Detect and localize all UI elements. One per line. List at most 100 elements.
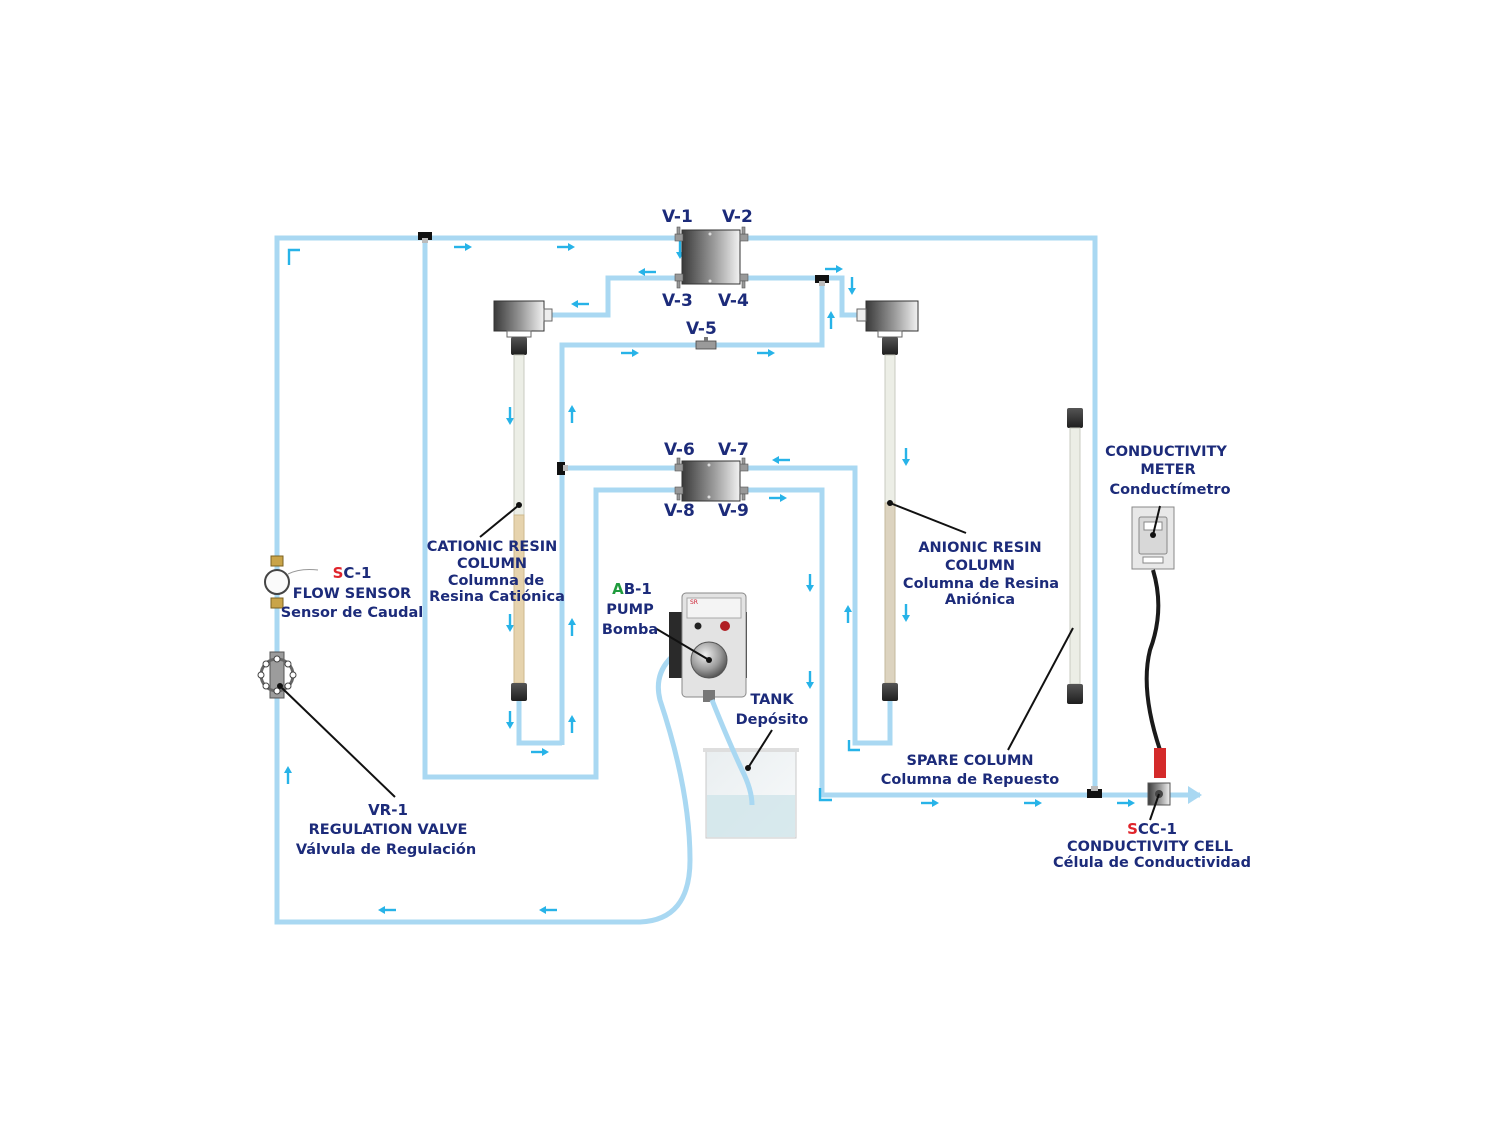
- hose-pump-outlet: [637, 637, 703, 925]
- valve-label-v5: V-5: [686, 319, 717, 339]
- flow-arrow-icon: [621, 349, 639, 357]
- flow-arrow-icon: [818, 788, 832, 802]
- valve-stem-icon: [674, 226, 749, 289]
- component-name: CATIONIC RESIN: [427, 539, 558, 555]
- flow-arrow-icon: [902, 448, 910, 466]
- tee-fitting-icon: [1087, 786, 1102, 798]
- cationic-column-label: CATIONIC RESIN COLUMN Columna de Resina …: [427, 539, 565, 605]
- component-name-es: Sensor de Caudal: [281, 605, 424, 621]
- regulation-valve-label: VR-1 REGULATION VALVE Válvula de Regulac…: [296, 801, 476, 858]
- flow-arrow-icon: [847, 740, 860, 752]
- code-prefix: A: [612, 580, 624, 598]
- flow-arrows: [284, 241, 1135, 914]
- flow-arrow-icon: [539, 906, 557, 914]
- component-name-es: Válvula de Regulación: [296, 842, 476, 858]
- valve-label-v7: V-7: [718, 440, 749, 460]
- component-name-es: Aniónica: [945, 592, 1015, 608]
- tank-label: TANK Depósito: [736, 692, 809, 728]
- flow-arrow-icon: [571, 300, 589, 308]
- flow-arrow-icon: [772, 456, 790, 464]
- flow-arrow-icon: [638, 268, 656, 276]
- tee-fitting-icon: [557, 462, 568, 475]
- flow-arrow-icon: [848, 277, 856, 295]
- flow-arrow-icon: [844, 605, 852, 623]
- component-name-es: Columna de Resina: [903, 576, 1059, 592]
- piping: [274, 235, 1200, 925]
- component-name-es: Columna de: [448, 573, 545, 589]
- code-prefix: S: [1127, 820, 1138, 838]
- pump-label: AB-1 PUMP Bomba: [602, 580, 658, 638]
- component-name-es: Conductímetro: [1109, 482, 1230, 498]
- component-name-es: Bomba: [602, 622, 658, 638]
- component-name: TANK: [750, 692, 794, 708]
- svg-text:SC-1: SC-1: [333, 564, 372, 582]
- component-name: PUMP: [606, 602, 654, 618]
- spare-column: [1067, 408, 1083, 704]
- flow-arrow-icon: [769, 494, 787, 502]
- valve-label-v8: V-8: [664, 501, 695, 521]
- conductivity-cell-label: SCC-1 CONDUCTIVITY CELL Célula de Conduc…: [1053, 820, 1251, 871]
- pipe-v7-to-anionic-outlet: [745, 465, 893, 746]
- valve-label-v9: V-9: [718, 501, 749, 521]
- anionic-resin-column: [856, 300, 919, 701]
- spare-column-label: SPARE COLUMN Columna de Repuesto: [881, 753, 1060, 788]
- code: C-1: [343, 564, 371, 582]
- flow-arrow-icon: [287, 248, 300, 265]
- flow-arrow-icon: [921, 799, 939, 807]
- component-name: ANIONIC RESIN: [918, 540, 1041, 556]
- flow-arrow-icon: [531, 748, 549, 756]
- flow-arrow-icon: [827, 311, 835, 329]
- component-name: FLOW SENSOR: [293, 586, 411, 602]
- flow-sensor-label: SC-1 FLOW SENSOR Sensor de Caudal: [281, 564, 424, 621]
- cationic-resin-column: [493, 300, 553, 701]
- conductivity-meter: [1131, 506, 1175, 751]
- component-name: CONDUCTIVITY: [1105, 444, 1227, 460]
- flow-arrow-icon: [568, 715, 576, 733]
- component-name-es: Columna de Repuesto: [881, 772, 1060, 788]
- valve-label-v1: V-1: [662, 207, 693, 227]
- leader-lines: [277, 500, 1161, 821]
- outlet-arrow-icon: [1188, 786, 1202, 804]
- flow-arrow-icon: [378, 906, 396, 914]
- pipe-main-return: [274, 235, 1098, 925]
- code: B-1: [624, 580, 652, 598]
- component-name: METER: [1140, 462, 1195, 478]
- component-name-es: Célula de Conductividad: [1053, 855, 1251, 871]
- regulation-valve: [257, 651, 297, 699]
- valve-labels: V-1 V-2 V-3 V-4 V-5 V-6 V-7 V-8 V-9: [662, 207, 753, 521]
- pipe-v9-to-outlet: [745, 487, 1200, 798]
- flow-arrow-icon: [825, 265, 843, 273]
- flow-arrow-icon: [506, 614, 514, 632]
- component-name: REGULATION VALVE: [309, 822, 468, 838]
- flow-arrow-icon: [806, 574, 814, 592]
- flow-arrow-icon: [568, 405, 576, 423]
- tee-fittings: [418, 232, 1102, 798]
- flow-arrow-icon: [1024, 799, 1042, 807]
- valve-stem-icon: [674, 457, 749, 501]
- svg-text:AB-1: AB-1: [612, 580, 652, 598]
- valve-manifold-lower: [674, 457, 749, 502]
- component-name-es: Depósito: [736, 712, 809, 728]
- pipe-bypass-left: [422, 238, 680, 780]
- flow-arrow-icon: [284, 766, 292, 784]
- valve-manifold-upper: [674, 226, 749, 289]
- peristaltic-pump: SR: [669, 592, 747, 702]
- component-name: SPARE COLUMN: [906, 753, 1033, 769]
- flow-arrow-icon: [568, 618, 576, 636]
- valve-label-v2: V-2: [722, 207, 753, 227]
- valve-v5: [695, 337, 717, 350]
- component-name-es: Resina Catiónica: [429, 589, 565, 605]
- pipe-cationic-outlet: [516, 700, 562, 746]
- tee-fitting-icon: [815, 275, 829, 286]
- flow-arrow-icon: [902, 604, 910, 622]
- component-name: COLUMN: [457, 556, 527, 572]
- flow-arrow-icon: [506, 407, 514, 425]
- conductivity-meter-label: CONDUCTIVITY METER Conductímetro: [1105, 444, 1231, 498]
- component-name: COLUMN: [945, 558, 1015, 574]
- pipe-v3-to-cationic: [550, 275, 680, 318]
- component-name: CONDUCTIVITY CELL: [1067, 839, 1233, 855]
- pipe-v4-to-anionic: [745, 275, 866, 318]
- valve-label-v3: V-3: [662, 291, 693, 311]
- flow-sensor: [264, 555, 319, 609]
- svg-text:SCC-1: SCC-1: [1127, 820, 1177, 838]
